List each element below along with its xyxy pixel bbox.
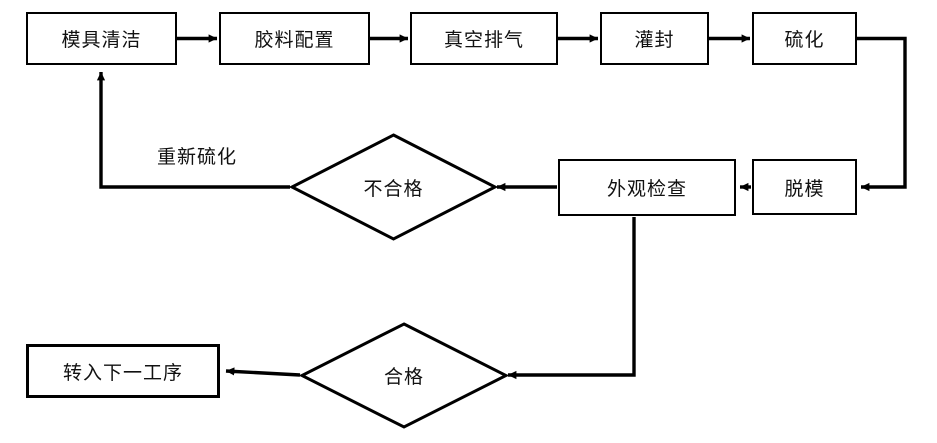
node-next-process-label: 转入下一工序 [62,361,183,384]
node-fail-label: 不合格 [363,177,424,200]
node-vacuum-degas[interactable]: 真空排气 [410,12,558,65]
pass-diamond-shape [298,322,510,429]
node-mold-clean-label: 模具清洁 [61,29,142,51]
node-glue-prep[interactable]: 胶料配置 [219,12,370,65]
node-potting[interactable]: 灌封 [600,12,709,65]
node-potting-label: 灌封 [634,29,675,51]
edge-label-revulcanize: 重新硫化 [157,146,238,168]
node-mold-clean[interactable]: 模具清洁 [26,12,177,65]
node-vulcanize[interactable]: 硫化 [752,12,857,65]
edge-vulcanize-to-demold [856,36,907,192]
node-vulcanize-label: 硫化 [784,29,825,51]
node-pass-label: 合格 [383,366,424,388]
node-appearance-check[interactable]: 外观检查 [558,159,736,216]
node-demold[interactable]: 脱模 [752,159,857,215]
node-appearance-check-label: 外观检查 [606,178,687,200]
node-glue-prep-label: 胶料配置 [254,29,335,51]
node-demold-label: 脱模 [784,177,825,200]
node-fail-decision[interactable]: 不合格 [288,133,499,241]
node-next-process[interactable]: 转入下一工序 [26,344,220,398]
edge-fail-to-mold-clean [96,71,290,189]
node-pass-decision[interactable]: 合格 [298,322,510,429]
edge-appearance-check-to-pass [507,217,636,380]
node-vacuum-degas-label: 真空排气 [443,29,524,51]
edge-pass-to-next-process [225,367,301,377]
fail-diamond-shape [288,133,499,241]
